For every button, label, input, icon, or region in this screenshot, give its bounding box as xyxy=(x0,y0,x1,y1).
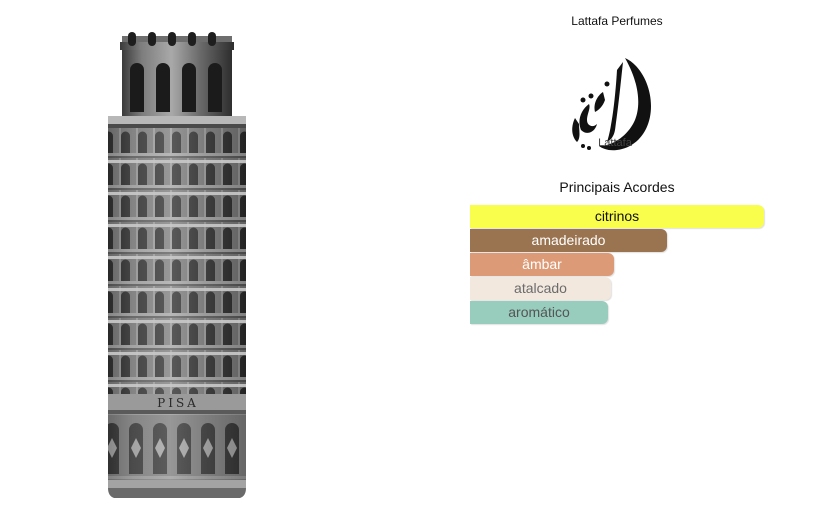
accord-bar: âmbar xyxy=(470,253,614,276)
logo-wordmark: Lattafa xyxy=(598,137,633,149)
tower-bottle-illustration: PISA xyxy=(108,32,246,498)
accord-bar: amadeirado xyxy=(470,229,667,252)
accord-bar: aromático xyxy=(470,301,608,324)
accord-bar: citrinos xyxy=(470,205,764,228)
accords-title: Principais Acordes xyxy=(559,179,675,195)
brand-logo[interactable]: Lattafa xyxy=(563,40,670,160)
accord-bar: atalcado xyxy=(470,277,611,300)
bottle-engraving: PISA xyxy=(157,396,199,410)
product-image: PISA xyxy=(100,28,260,500)
lattafa-logo-icon: Lattafa xyxy=(572,58,651,151)
brand-name[interactable]: Lattafa Perfumes xyxy=(571,14,663,28)
